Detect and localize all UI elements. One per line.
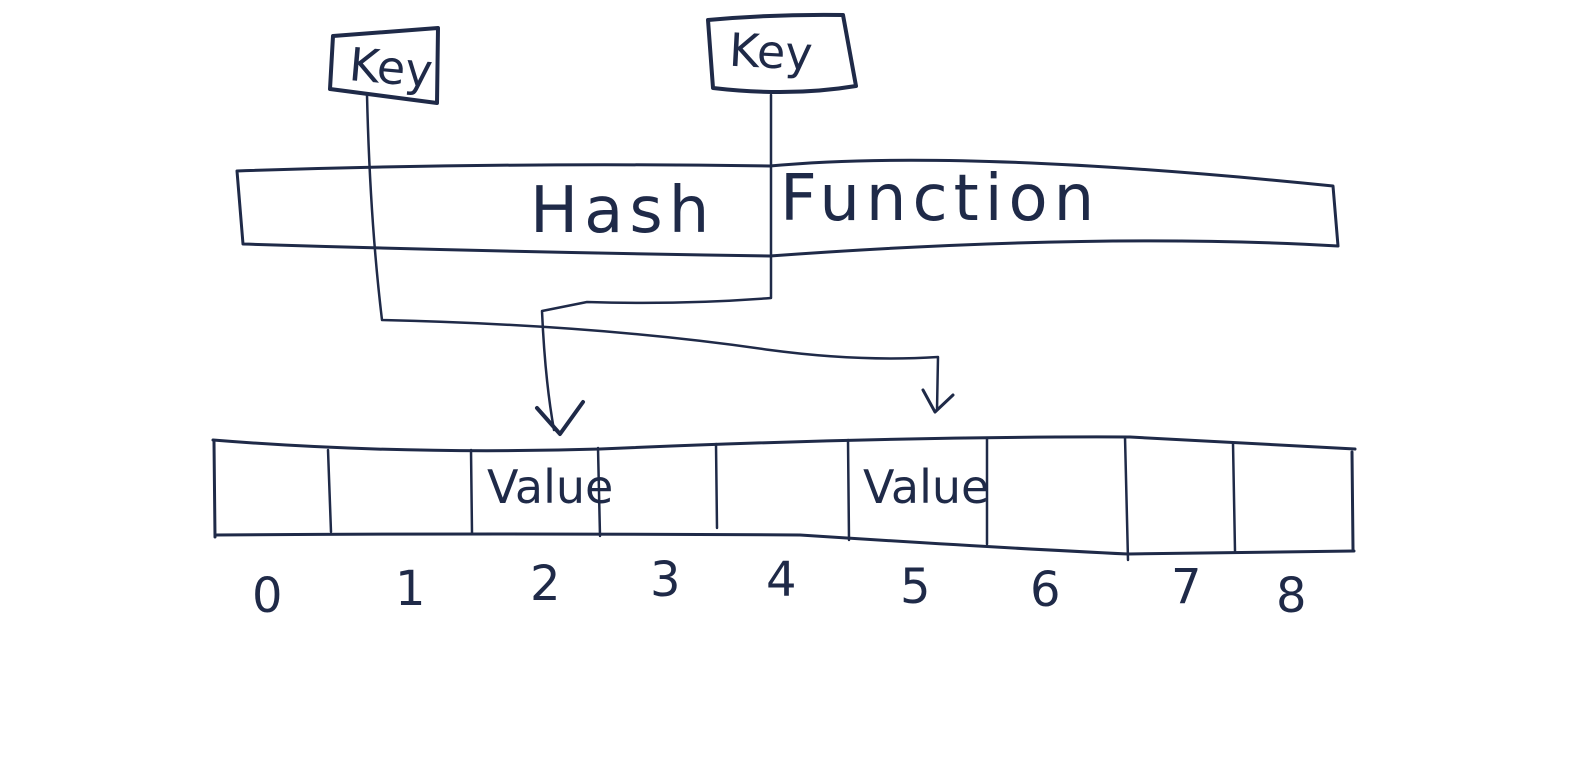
key-box-2: Key (706, 12, 858, 95)
arrow-key1-head (921, 388, 955, 414)
index-label-8: 8 (1276, 568, 1307, 624)
index-label-5: 5 (900, 559, 931, 615)
arrow-key1-line (365, 93, 940, 412)
array-bottom-border (213, 532, 1356, 556)
index-label-1: 1 (395, 561, 426, 617)
key-box-2-outline (706, 12, 858, 95)
cell-divider-7 (1123, 435, 1130, 562)
array-left-border (212, 440, 217, 539)
hash-function-label-hash: Hash (530, 174, 715, 248)
cell-divider-1 (326, 448, 333, 534)
arrow-key1-to-index5 (365, 93, 955, 414)
cell-divider-5 (846, 438, 851, 542)
cell-divider-3 (596, 446, 602, 538)
key-box-1-outline (328, 26, 440, 105)
index-label-4: 4 (766, 552, 797, 608)
array-cell-value-2: Value (487, 460, 613, 514)
key-label-1: Key (347, 37, 435, 98)
key-label-2: Key (728, 23, 814, 81)
hash-function-box: Hash Function (235, 158, 1340, 258)
array-cell-value-5: Value (863, 460, 989, 514)
index-label-7: 7 (1171, 559, 1202, 615)
index-label-6: 6 (1030, 562, 1061, 618)
index-label-2: 2 (530, 556, 561, 612)
key-box-1: Key (328, 26, 440, 105)
index-label-0: 0 (252, 568, 283, 624)
cell-divider-2 (469, 448, 474, 535)
hash-table-array: Value Value (211, 435, 1357, 562)
arrow-key2-head (535, 400, 585, 436)
cell-divider-8 (1231, 441, 1237, 553)
array-right-border (1350, 450, 1355, 551)
array-top-border (211, 435, 1357, 453)
cell-divider-4 (714, 442, 719, 530)
hash-function-label-function: Function (780, 162, 1100, 236)
arrow-key2-line (540, 93, 773, 432)
hash-function-outline (235, 158, 1340, 258)
arrow-key2-to-index2 (535, 93, 773, 436)
index-label-3: 3 (650, 552, 681, 608)
array-index-labels: 0 1 2 3 4 5 6 7 8 (252, 552, 1307, 624)
